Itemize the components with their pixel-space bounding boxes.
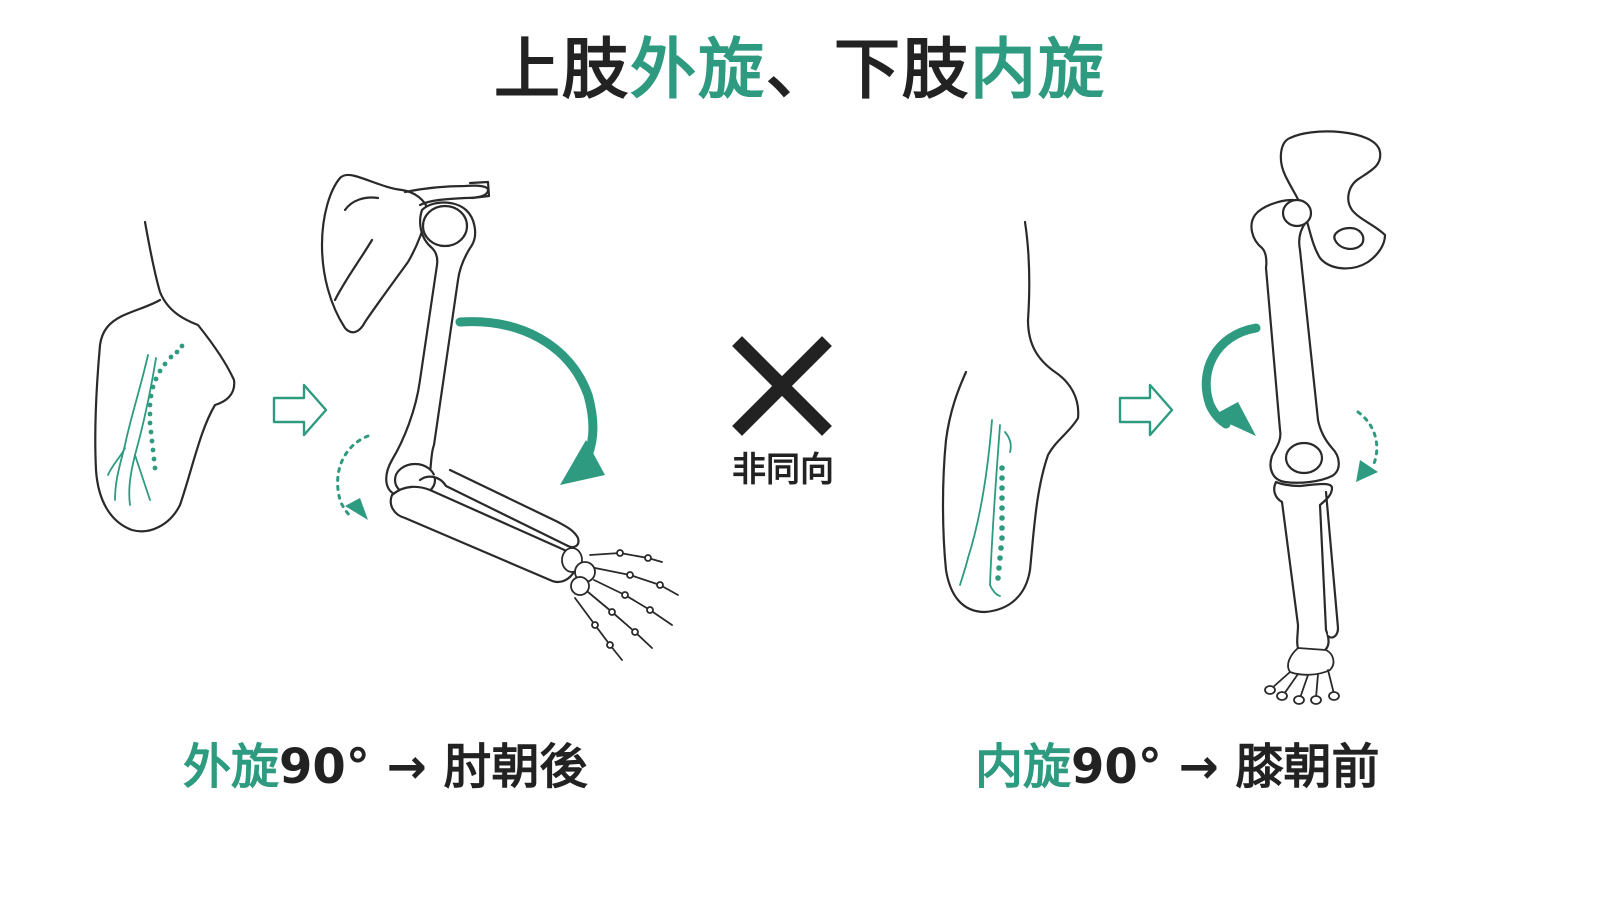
hand-bones [561,547,679,661]
curved-rotation-arrow-icon-left [455,317,605,485]
left-caption-result: 肘朝後 [443,739,588,795]
humerus-bone [385,201,477,498]
lower-leg-bones [1273,480,1340,656]
upper-arm-silhouette [94,220,236,533]
thigh-silhouette [941,220,1080,614]
curved-rotation-arrow-icon-right [1201,323,1261,436]
hollow-right-arrow-icon-left [272,383,328,437]
dotted-curved-arrow-icon-left [336,434,370,520]
hollow-right-arrow-icon-right [1118,383,1174,437]
left-caption: 外旋90° → 肘朝後 [183,735,587,799]
thigh-dotted-line [995,465,1005,581]
left-caption-term: 外旋 [183,739,280,795]
not-same-direction-label: 非同向 [732,450,834,490]
page-title: 上肢外旋、下肢内旋 [0,30,1600,110]
femur-bone [1250,198,1340,484]
title-external-rotation: 外旋 [630,31,766,108]
right-caption-term: 内旋 [975,739,1072,795]
right-caption: 内旋90° → 膝朝前 [975,735,1379,799]
pelvis-bone [1279,130,1387,270]
upper-arm-dotted-line [147,343,185,471]
thigh-bone-sketch [959,419,1012,597]
right-caption-result: 膝朝前 [1235,739,1380,795]
left-caption-arrow: → [386,739,427,795]
right-caption-degrees: 90° [1071,739,1162,795]
title-internal-rotation: 内旋 [970,31,1106,108]
forearm-bones [389,468,580,584]
dotted-curved-arrow-icon-right [1356,410,1379,482]
cross-x-icon [732,336,832,436]
left-caption-degrees: 90° [279,739,370,795]
right-caption-arrow: → [1178,739,1219,795]
title-upper-limb: 上肢 [494,31,630,108]
foot-bones [1264,647,1340,705]
upper-arm-bone-sketch [107,354,157,506]
scapula-bone [320,173,491,334]
title-lower-limb: 、下肢 [766,31,970,108]
